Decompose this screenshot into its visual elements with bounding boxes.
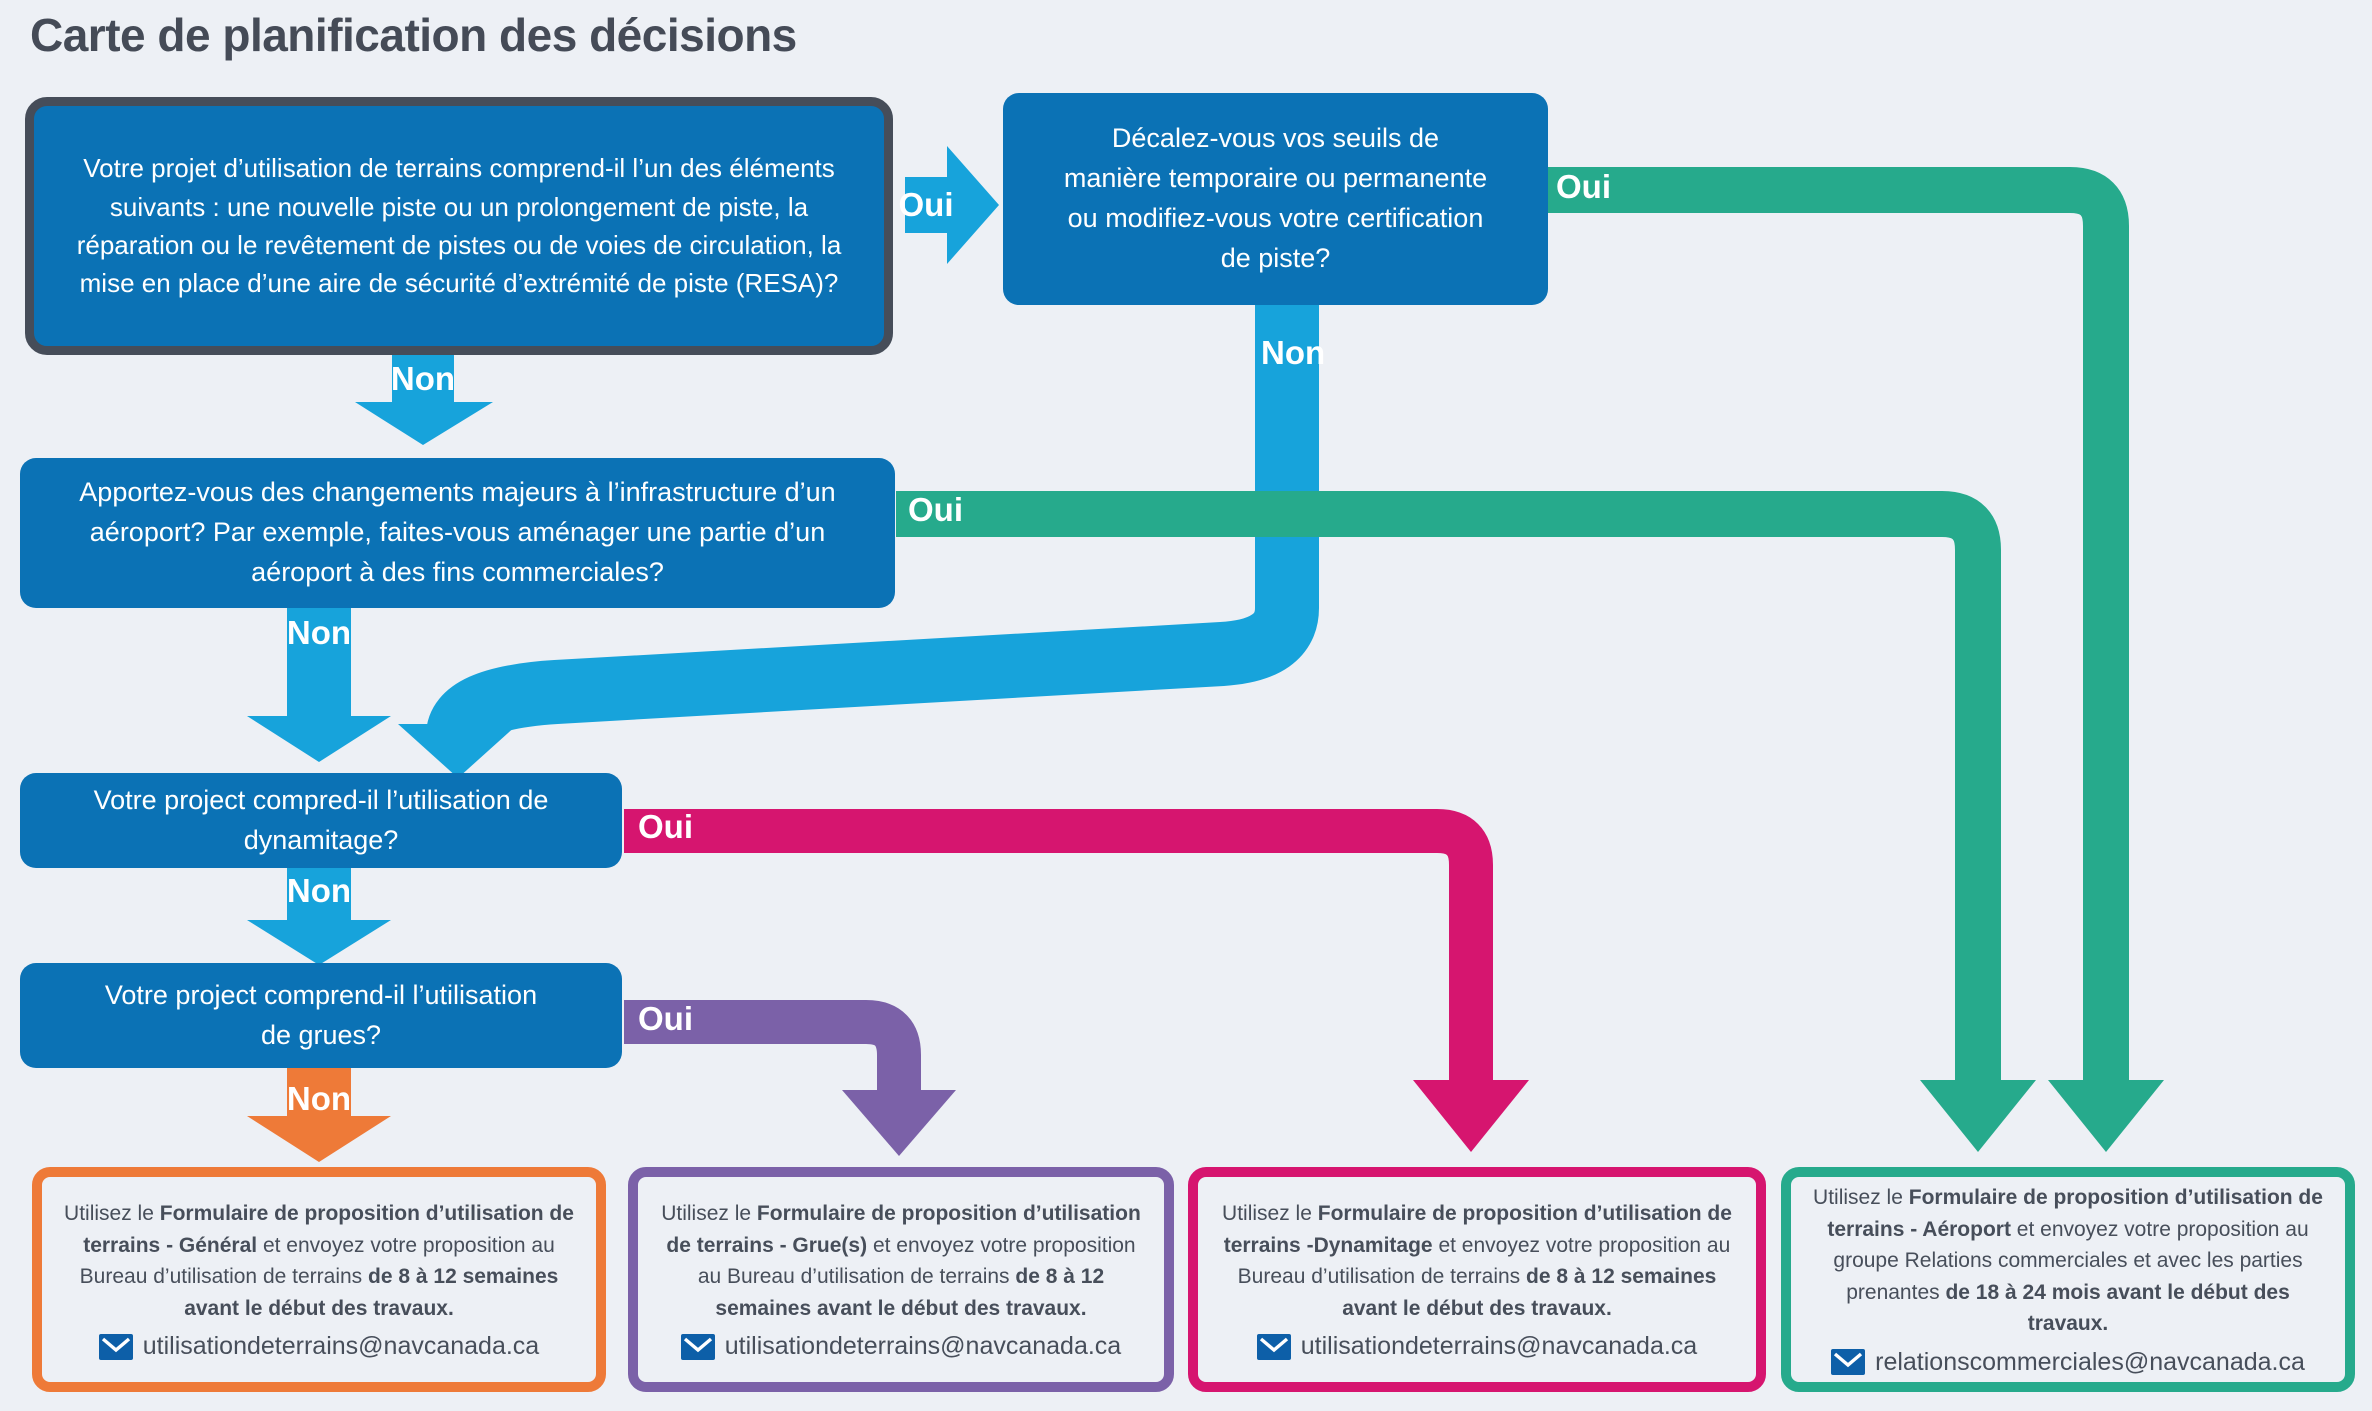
question-text-infrastructure: Apportez-vous des changements majeurs à …: [79, 477, 836, 587]
connector-thresholds-oui: [1548, 167, 2129, 1086]
result-text-general: Utilisez le Formulaire de proposition d’…: [64, 1202, 574, 1320]
label-runway-oui: Oui: [898, 186, 954, 223]
arrowhead-blasting-oui: [1413, 1080, 1529, 1152]
envelope-icon: [98, 1333, 133, 1360]
question-box-cranes: Votre project comprend-il l’utilisation …: [20, 963, 622, 1068]
connector-cranes-oui: [624, 1000, 921, 1096]
result-box-blasting: Utilisez le Formulaire de proposition d’…: [1188, 1167, 1766, 1392]
connector-infrastructure-oui: [896, 491, 2001, 1086]
question-text-thresholds: Décalez-vous vos seuils de manière tempo…: [1063, 123, 1488, 273]
label-thresholds-non: Non: [1261, 334, 1326, 371]
arrow-blasting-non: [247, 866, 391, 965]
arrowhead-infrastructure-oui: [1920, 1080, 2036, 1152]
label-blasting-oui: Oui: [638, 808, 693, 845]
label-cranes-non: Non: [286, 1080, 352, 1117]
page-title: Carte de planification des décisions: [30, 9, 797, 61]
result-box-airport: Utilisez le Formulaire de proposition d’…: [1781, 1167, 2355, 1392]
email-row-cranes: utilisationdeterrains@navcanada.ca: [680, 1332, 1122, 1361]
question-text-runway: Votre projet d’utilisation de terrains c…: [76, 153, 842, 299]
arrow-infrastructure-non: [247, 608, 391, 762]
label-cranes-oui: Oui: [638, 1000, 693, 1037]
result-text-airport: Utilisez le Formulaire de proposition d’…: [1813, 1186, 2323, 1336]
question-box-runway: Votre projet d’utilisation de terrains c…: [25, 97, 893, 355]
label-infrastructure-non: Non: [286, 614, 352, 651]
result-text-cranes: Utilisez le Formulaire de proposition d’…: [661, 1202, 1141, 1320]
envelope-icon: [1256, 1333, 1291, 1360]
label-infrastructure-oui: Oui: [908, 491, 963, 528]
label-runway-non: Non: [390, 360, 456, 397]
question-text-cranes: Votre project comprend-il l’utilisation …: [104, 979, 538, 1050]
question-text-blasting: Votre project compred-il l’utilisation d…: [93, 784, 549, 855]
envelope-icon: [1831, 1349, 1866, 1376]
connector-thresholds-non: [426, 302, 1319, 742]
question-box-blasting: Votre project compred-il l’utilisation d…: [20, 773, 622, 868]
label-thresholds-oui: Oui: [1556, 168, 1611, 205]
arrow-runway-oui: [905, 146, 999, 264]
envelope-icon: [680, 1333, 715, 1360]
arrow-runway-non: [355, 354, 493, 445]
question-box-thresholds: Décalez-vous vos seuils de manière tempo…: [1003, 93, 1548, 305]
connector-blasting-oui: [624, 809, 1493, 1086]
email-row-airport: relationscommerciales@navcanada.ca: [1831, 1348, 2305, 1377]
question-box-infrastructure: Apportez-vous des changements majeurs à …: [20, 458, 895, 608]
email-link-cranes[interactable]: utilisationdeterrains@navcanada.ca: [724, 1332, 1122, 1360]
label-blasting-non: Non: [286, 872, 352, 909]
email-link-general[interactable]: utilisationdeterrains@navcanada.ca: [142, 1332, 540, 1360]
result-box-general: Utilisez le Formulaire de proposition d’…: [32, 1167, 606, 1392]
email-row-blasting: utilisationdeterrains@navcanada.ca: [1256, 1332, 1698, 1361]
arrowhead-cranes-oui: [842, 1090, 956, 1156]
email-row-general: utilisationdeterrains@navcanada.ca: [98, 1332, 540, 1361]
result-text-blasting: Utilisez le Formulaire de proposition d’…: [1222, 1202, 1732, 1320]
arrowhead-thresholds-non: [398, 724, 518, 778]
result-box-cranes: Utilisez le Formulaire de proposition d’…: [628, 1167, 1174, 1392]
email-link-blasting[interactable]: utilisationdeterrains@navcanada.ca: [1300, 1332, 1698, 1360]
email-link-airport[interactable]: relationscommerciales@navcanada.ca: [1875, 1347, 2305, 1376]
arrow-cranes-non: [247, 1064, 391, 1162]
arrowhead-thresholds-oui: [2048, 1080, 2164, 1152]
